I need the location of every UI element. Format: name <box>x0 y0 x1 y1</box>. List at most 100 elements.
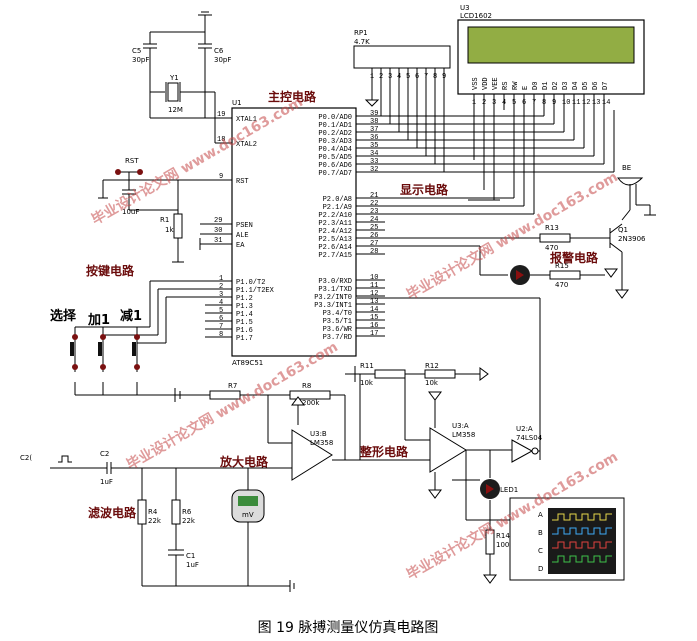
lcd-pin-name: VEE <box>492 77 500 90</box>
mcu-pin-name: P3.0/RXD <box>318 278 352 286</box>
figure-caption: 图 19 脉搏测量仪仿真电路图 <box>258 619 439 636</box>
rst-label: RST <box>125 157 139 165</box>
mcu-pin-name: P2.4/A12 <box>318 228 352 236</box>
u2a-part: 74LS04 <box>516 434 543 442</box>
lcd-pin-name: RW <box>512 81 520 90</box>
mcu-pin-name: P0.6/AD6 <box>318 162 352 170</box>
mcu-pin-number: 5 <box>219 307 223 315</box>
c1-label: C1 <box>186 552 195 560</box>
lcd-pin-name: D7 <box>602 82 610 90</box>
r14-label: R14 <box>496 532 510 540</box>
mcu-pin-name: P0.7/AD7 <box>318 170 352 178</box>
mcu-pin-name: P0.2/AD2 <box>318 130 352 138</box>
lcd-pin-name: D1 <box>542 82 550 90</box>
lcd-part: LCD1602 <box>460 12 492 20</box>
mcu-pin-number: 15 <box>370 314 378 322</box>
q1-value: 2N3906 <box>618 235 646 243</box>
mcu-pin-name: PSEN <box>236 222 253 230</box>
mcu-pin-number: 33 <box>370 158 378 166</box>
mcu-pin-number: 8 <box>219 331 223 339</box>
mcu-pin-number: 10 <box>370 274 378 282</box>
mcu-pin-name: P1.0/T2 <box>236 279 265 287</box>
mcu-pin-number: 38 <box>370 118 378 126</box>
mcu-pin-name: XTAL2 <box>236 141 257 149</box>
c6-label: C6 <box>214 47 224 55</box>
mcu-pin-name: EA <box>236 242 245 250</box>
r4-label: R4 <box>148 508 158 516</box>
mcu-pin-name: P1.7 <box>236 335 253 343</box>
r8-value: 200k <box>302 399 320 407</box>
mcu-pin-name: P1.6 <box>236 327 253 335</box>
r6-label: R6 <box>182 508 192 516</box>
lcd-pin-name: D0 <box>532 82 540 90</box>
svg-text:29: 29 <box>214 217 222 225</box>
led1-label: LED1 <box>500 486 518 494</box>
section-shape-title: 整形电路 <box>359 444 409 459</box>
lcd-pin-name: D4 <box>572 82 580 90</box>
r11-label: R11 <box>360 362 374 370</box>
r6-value: 22k <box>182 517 196 525</box>
scope-c: C <box>538 547 543 555</box>
u3b-label: U3:B <box>310 430 327 438</box>
mcu-pin-number: 21 <box>370 192 378 200</box>
r12-label: R12 <box>425 362 439 370</box>
mcu-pin-number: 1 <box>219 275 223 283</box>
data-bus <box>364 92 615 215</box>
ground-symbol <box>364 99 380 107</box>
mcu-pin-number: 11 <box>370 282 378 290</box>
mcu-pin-number: 37 <box>370 126 378 134</box>
r1-value: 1k <box>165 226 174 234</box>
mcu-pin-name: P1.4 <box>236 311 253 319</box>
lcd-pin-name: D5 <box>582 82 590 90</box>
mcu-pin-number: 34 <box>370 150 378 158</box>
rp1-value: 4.7K <box>354 38 370 46</box>
section-main-title: 主控电路 <box>268 89 317 104</box>
analog-chain <box>90 366 541 592</box>
mcu-pin-name: RST <box>236 178 249 186</box>
lcd-pin-name: VDD <box>482 77 490 90</box>
mcu-pin-name: P2.6/A14 <box>318 244 352 252</box>
mcu-pin-number: 26 <box>370 232 378 240</box>
mcu-pin-name: P1.2 <box>236 295 253 303</box>
mcu-pin-number: 4 <box>219 299 223 307</box>
mcu-pin-number: 7 <box>219 323 223 331</box>
u3a-part: LM358 <box>452 431 475 439</box>
mcu-pin-name: XTAL1 <box>236 116 257 124</box>
mcu-pin-name: P0.1/AD1 <box>318 122 352 130</box>
mcu-pin-number: 24 <box>370 216 378 224</box>
scope-a: A <box>538 511 543 519</box>
lcd-pin-number: 10 <box>562 99 570 107</box>
c2-value: 1uF <box>100 478 113 486</box>
mcu-pin-number: 14 <box>370 306 378 314</box>
mcu-part: AT89C51 <box>232 359 263 367</box>
c6-value: 30pF <box>214 56 231 64</box>
r13-label: R13 <box>545 224 559 232</box>
mcu-pin-number: 32 <box>370 166 378 174</box>
q1-label: Q1 <box>618 226 628 234</box>
c2-label: C2 <box>100 450 109 458</box>
ea-wiring <box>199 223 232 250</box>
section-filter-title: 滤波电路 <box>88 505 137 520</box>
mcu-pin-name: P2.1/A9 <box>323 204 352 212</box>
rp1-resistor-pack: 123456789 <box>353 45 451 92</box>
svg-text:19: 19 <box>217 111 225 119</box>
mcu-pin-number: 6 <box>219 315 223 323</box>
mcu-pin-name: ALE <box>236 232 249 240</box>
mv-label: mV <box>242 511 254 519</box>
lcd-pin-name: VSS <box>472 77 480 90</box>
mcu-pin-number: 39 <box>370 110 378 118</box>
mcu-pin-name: P1.5 <box>236 319 253 327</box>
mcu-pin-number: 22 <box>370 200 378 208</box>
r1-label: R1 <box>160 216 169 224</box>
lcd-pin-name: RS <box>502 82 510 90</box>
svg-text:9: 9 <box>219 173 223 181</box>
u3b-part: LM358 <box>310 439 333 447</box>
key-sub-label: 减1 <box>120 308 142 324</box>
section-key-title: 按键电路 <box>86 263 135 278</box>
r12-value: 10k <box>425 379 439 387</box>
lcd-pin-number: 11 <box>572 99 580 107</box>
c3-value: 10uF <box>122 208 139 216</box>
lcd-pin-name: D6 <box>592 82 600 90</box>
lcd-ref: U3 <box>460 4 470 12</box>
mcu-pin-name: P1.1/T2EX <box>236 287 275 295</box>
